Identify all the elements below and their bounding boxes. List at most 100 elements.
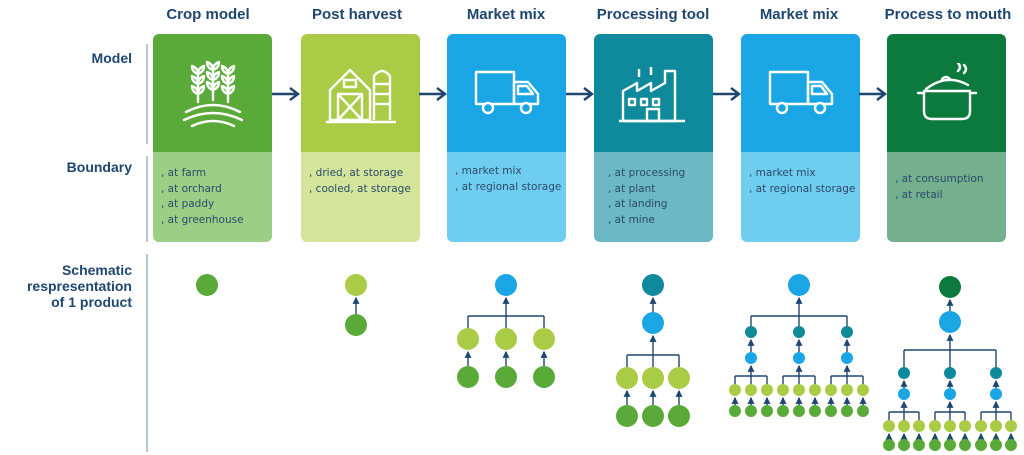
flow-arrow-1: [272, 87, 300, 101]
boundary-line: , at consumption: [895, 173, 984, 185]
tree-node-crop: [883, 439, 895, 451]
delivery-truck-icon: [474, 70, 539, 115]
tree-nodes: [196, 274, 1017, 451]
tree-node-market: [944, 388, 956, 400]
tree-node-market: [841, 352, 853, 364]
tree-node-processing: [990, 367, 1002, 379]
tree-node-post-harvest: [642, 367, 664, 389]
boundary-line: , at regional storage: [455, 180, 562, 193]
boundary-card-process-to-mouth: , at consumption , at retail: [887, 152, 1006, 242]
tree-node-crop: [457, 366, 479, 388]
boundary-line: , at orchard: [161, 182, 222, 195]
tree-node-processing: [841, 326, 853, 338]
tree-node-market: [793, 352, 805, 364]
tree-node-crop: [898, 439, 910, 451]
cooking-pot-icon: [916, 63, 977, 121]
tree-node-market: [495, 274, 517, 296]
column-title-processing-tool: Processing tool: [596, 6, 710, 23]
flow-arrow-3: [566, 87, 594, 101]
tree-node-crop: [616, 405, 638, 427]
tree-node-post-harvest: [883, 420, 895, 432]
tree-node-market: [939, 311, 961, 333]
divider-boundary: [146, 156, 148, 242]
tree-node-post-harvest: [913, 420, 925, 432]
boundary-line: , at farm: [161, 167, 207, 179]
tree-node-crop: [990, 439, 1002, 451]
boundary-line: , cooled, at storage: [309, 182, 411, 195]
delivery-truck-icon: [768, 70, 833, 115]
boundary-line: , dried, at storage: [309, 167, 404, 179]
tree-node-post-harvest: [761, 384, 773, 396]
boundary-line: , at regional storage: [749, 182, 856, 195]
row-label-schematic-line-3: of 1 product: [51, 294, 132, 310]
arrow-shape: [272, 87, 300, 101]
tree-node-crop: [809, 405, 821, 417]
tree-node-processing: [898, 367, 910, 379]
column-title-market-mix-2: Market mix: [759, 6, 839, 23]
boundary-line: , at processing: [608, 167, 686, 179]
boundary-line: , at retail: [895, 188, 943, 201]
tree-node-post-harvest: [345, 274, 367, 296]
tree-node-market: [788, 274, 810, 296]
tree-node-processing: [944, 367, 956, 379]
arrow-shape: [859, 87, 887, 101]
card-market-mix-1: [447, 34, 566, 152]
tree-node-crop: [929, 439, 941, 451]
row-label-model: Model: [91, 50, 132, 66]
boundary-card-crop-model: , at farm , at orchard , at paddy , at g…: [153, 152, 272, 242]
tree-edges: [352, 296, 1015, 440]
tree-node-post-harvest: [533, 328, 555, 350]
tree-node-post-harvest: [825, 384, 837, 396]
tree-node-crop: [1005, 439, 1017, 451]
tree-node-post-harvest: [745, 384, 757, 396]
card-processing-tool: [594, 34, 713, 152]
row-label-schematic-line-1: Schematic: [61, 262, 132, 278]
card-crop-model: [153, 34, 272, 152]
column-title-post-harvest: Post harvest: [311, 6, 403, 23]
tree-node-mouth: [939, 276, 961, 298]
row-label-schematic: Schematic respresentation of 1 product: [0, 262, 132, 310]
tree-node-crop: [642, 405, 664, 427]
tree-node-post-harvest: [841, 384, 853, 396]
flow-arrow-5: [859, 87, 887, 101]
divider-model: [146, 44, 148, 144]
tree-node-crop: [745, 405, 757, 417]
factory-icon: [618, 67, 685, 123]
tree-node-crop: [913, 439, 925, 451]
tree-node-post-harvest: [777, 384, 789, 396]
tree-node-post-harvest: [959, 420, 971, 432]
divider-schematic: [146, 254, 148, 452]
tree-node-crop: [825, 405, 837, 417]
tree-node-crop: [777, 405, 789, 417]
arrow-shape: [419, 87, 447, 101]
tree-node-market: [990, 388, 1002, 400]
tree-node-crop: [668, 405, 690, 427]
boundary-line: , at landing: [608, 198, 668, 210]
tree-node-post-harvest: [457, 328, 479, 350]
column-title-market-mix-1: Market mix: [466, 6, 546, 23]
column-title-process-to-mouth: Process to mouth: [884, 6, 1012, 23]
tree-node-crop: [761, 405, 773, 417]
tree-node-crop: [533, 366, 555, 388]
tree-node-crop: [729, 405, 741, 417]
tree-node-market: [745, 352, 757, 364]
tree-node-post-harvest: [898, 420, 910, 432]
tree-node-post-harvest: [809, 384, 821, 396]
tree-node-crop: [975, 439, 987, 451]
boundary-line: , at greenhouse: [161, 213, 244, 226]
tree-node-crop: [345, 314, 367, 336]
tree-node-post-harvest: [944, 420, 956, 432]
boundary-card-market-mix-1: , market mix , at regional storage: [447, 152, 566, 242]
tree-node-crop: [959, 439, 971, 451]
tree-node-post-harvest: [495, 328, 517, 350]
tree-node-market: [642, 312, 664, 334]
column-title-crop-model: Crop model: [166, 6, 250, 23]
tree-node-post-harvest: [929, 420, 941, 432]
tree-node-crop: [944, 439, 956, 451]
tree-node-post-harvest: [668, 367, 690, 389]
tree-node-post-harvest: [1005, 420, 1017, 432]
tree-node-post-harvest: [616, 367, 638, 389]
tree-node-processing: [745, 326, 757, 338]
wheat-field-icon: [182, 60, 243, 128]
